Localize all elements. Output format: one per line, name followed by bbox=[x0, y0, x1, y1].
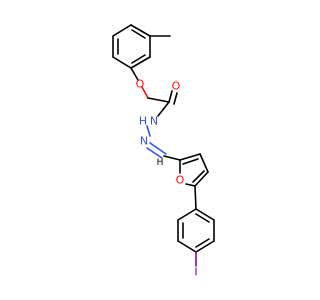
atom-label-carbonyl-o: O bbox=[172, 80, 181, 93]
ch-to-furan-bond bbox=[163, 155, 181, 161]
atom-label-furan-o: O bbox=[176, 174, 185, 187]
atom-ether-oxygen: O bbox=[136, 78, 145, 91]
atom-label-imine-h: H bbox=[157, 158, 164, 168]
atom-label-amide-n: N bbox=[150, 115, 158, 128]
ether-to-ch2-bond bbox=[141, 86, 149, 99]
n-n-bond bbox=[146, 125, 151, 137]
bond bbox=[179, 153, 201, 161]
aromatic-double-bond bbox=[131, 54, 146, 64]
aromatic-double-bond bbox=[131, 29, 146, 39]
iodophenyl-ring bbox=[177, 208, 215, 253]
furan-double-bond bbox=[192, 170, 205, 183]
furan-to-aryl-bond bbox=[194, 185, 197, 210]
atom-amide-nh: H N bbox=[139, 115, 158, 128]
ring-to-ether-bond bbox=[130, 67, 139, 81]
ch2-to-carbonyl-bond bbox=[147, 97, 170, 103]
atom-label-amide-h: H bbox=[139, 115, 147, 128]
bond bbox=[112, 56, 132, 69]
imine-double-bond bbox=[146, 147, 163, 159]
carbonyl-double-bond bbox=[168, 90, 173, 103]
bond bbox=[195, 208, 215, 221]
bond bbox=[185, 183, 196, 187]
bond bbox=[130, 24, 151, 37]
chemical-structure-diagram: O O H N N H O I bbox=[112, 24, 215, 279]
bond bbox=[195, 240, 215, 253]
furan-ring bbox=[179, 153, 209, 187]
carbonyl-to-nh-bond bbox=[157, 101, 170, 117]
atom-imine-h: H bbox=[157, 158, 164, 168]
atom-carbonyl-oxygen: O bbox=[172, 80, 181, 93]
atom-label-ether-o: O bbox=[136, 78, 145, 91]
atom-iodine: I bbox=[194, 266, 197, 279]
aromatic-double-bond bbox=[195, 213, 210, 223]
bond bbox=[199, 153, 209, 173]
atom-label-iodine: I bbox=[194, 266, 197, 279]
bond bbox=[112, 24, 132, 37]
furan-double-bond bbox=[182, 158, 199, 165]
bond bbox=[130, 56, 151, 69]
tolyl-ring bbox=[112, 24, 151, 69]
atom-imine-n: N bbox=[140, 135, 148, 148]
bond bbox=[194, 171, 209, 187]
atom-furan-oxygen: O bbox=[176, 174, 185, 187]
bond bbox=[177, 208, 197, 221]
atom-label-imine-n: N bbox=[140, 135, 148, 148]
aromatic-double-bond bbox=[195, 238, 210, 248]
bond bbox=[177, 240, 197, 253]
imine-double-bond bbox=[149, 142, 167, 155]
carbonyl-double-bond bbox=[173, 92, 178, 105]
